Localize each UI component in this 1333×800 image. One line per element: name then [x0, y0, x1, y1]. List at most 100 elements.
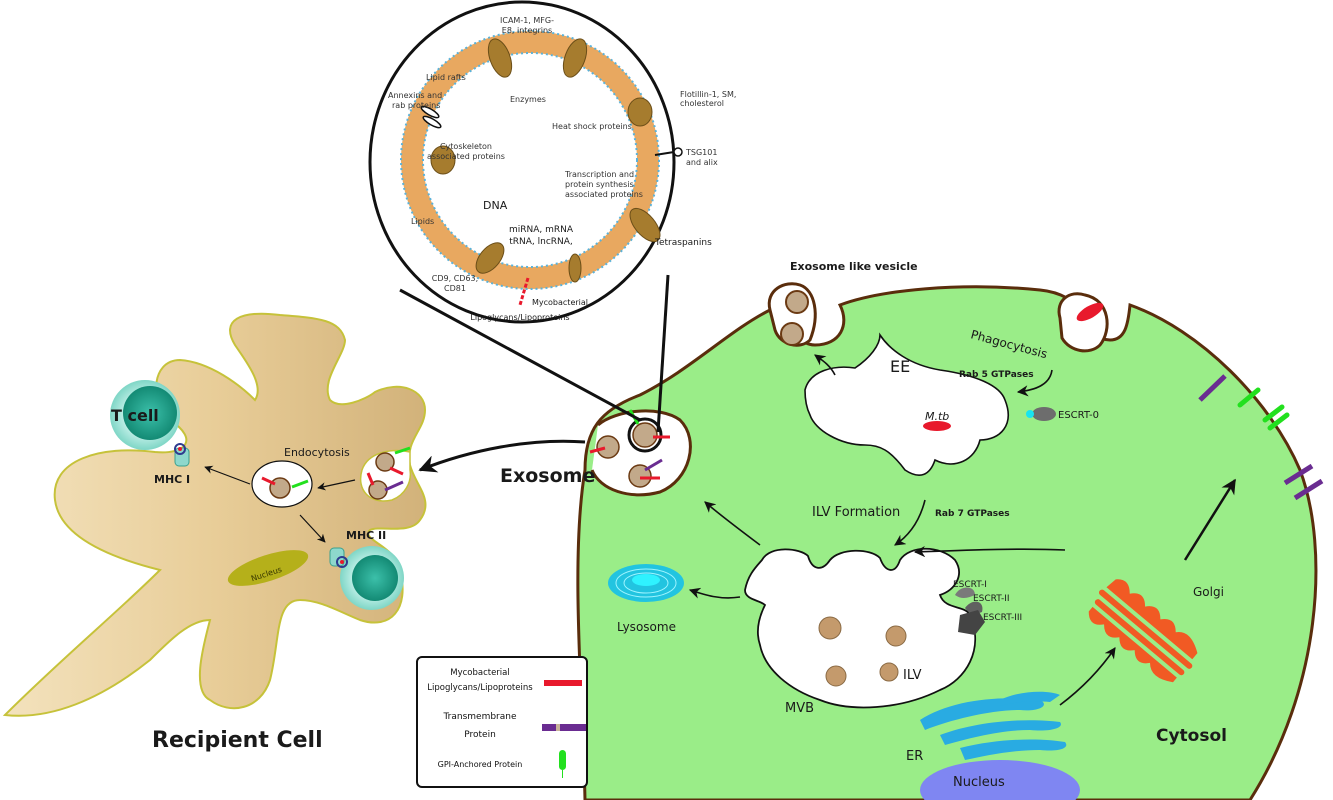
label-tsg101: TSG101	[685, 148, 717, 157]
arrow-vesicle-to-mhc1	[204, 465, 251, 485]
label-lysosome: Lysosome	[617, 620, 676, 634]
label-ilv-formation: ILV Formation	[812, 505, 900, 520]
label-icam-2: E8, integrins	[502, 26, 552, 35]
label-heat-shock: Heat shock proteins	[552, 122, 632, 131]
label-exosome-like-vesicle: Exosome like vesicle	[790, 260, 918, 273]
lipid-raft-protein	[430, 145, 456, 175]
legend-item-gpi: GPI-Anchored Protein	[418, 750, 586, 784]
legend-label-line: Protein	[464, 730, 496, 740]
label-escrt2: ESCRT-II	[973, 594, 1010, 604]
tetraspanin	[487, 38, 513, 78]
arrow-exosome-to-recipient	[418, 439, 586, 473]
escrt-iii	[958, 610, 985, 635]
label-lipid-rafts: Lipid rafts	[426, 73, 466, 82]
label-escrt0: ESCRT-0	[1058, 410, 1099, 421]
arrow-ee-to-vesicle	[814, 354, 836, 376]
legend-label-line: Lipoglycans/Lipoproteins	[427, 683, 533, 693]
label-rna: miRNA, mRNA	[509, 225, 574, 235]
exosome-release-pocket	[590, 409, 692, 497]
ilv	[825, 665, 847, 687]
label-donor-nucleus: Nucleus	[953, 775, 1005, 790]
gpi-anchored-protein	[1262, 404, 1285, 423]
label-cd-markers: CD9, CD63,	[432, 274, 478, 283]
tsg101-alix	[654, 147, 683, 157]
label-cytoskeleton-2: associated proteins	[427, 152, 505, 161]
exosome-particle	[632, 422, 658, 448]
arrow-phagocytosis-to-ee	[1016, 369, 1053, 397]
transmembrane-protein	[1283, 463, 1314, 486]
label-annexins-2: rab proteins	[392, 101, 440, 110]
mtb-in-endosome	[923, 421, 951, 431]
arrow-er-to-golgi	[1059, 647, 1116, 706]
label-recipient-cell: Recipient Cell	[152, 728, 323, 753]
label-ilv: ILV	[903, 668, 922, 683]
exosome-particle	[596, 435, 620, 459]
tetraspanin	[475, 242, 505, 274]
label-cytosol: Cytosol	[1156, 726, 1227, 746]
mycobacterial-lipoglycan	[518, 277, 530, 306]
label-transcription: Transcription and	[564, 170, 634, 179]
label-t-cell: T cell	[111, 406, 159, 425]
ilv	[818, 616, 842, 640]
arrow-vesicle-to-mhc2	[299, 514, 326, 543]
escrt0-binding	[1026, 410, 1034, 418]
label-exosome: Exosome	[500, 465, 595, 487]
transmembrane-protein	[1293, 478, 1324, 501]
arrow-golgi-to-membrane	[1183, 478, 1237, 561]
tetraspanin	[629, 207, 661, 243]
ilv-vesicles	[818, 616, 907, 687]
red-bar-icon	[544, 680, 582, 686]
t-cell-mhc2	[329, 546, 404, 610]
exosome-like-vesicle-particle	[780, 322, 804, 346]
label-mhc2: MHC II	[346, 529, 386, 542]
label-tsg101-2: and alix	[686, 158, 718, 167]
escrt0-complex	[1032, 407, 1056, 421]
label-er: ER	[906, 749, 923, 764]
exosome-inset	[368, 0, 683, 433]
donor-cell-membrane	[576, 285, 1318, 800]
t-cell-mhc1	[110, 380, 190, 467]
label-mhc1: MHC I	[154, 473, 190, 486]
legend-item-transmembrane: Transmembrane Protein	[418, 708, 586, 748]
legend-label: GPI-Anchored Protein	[424, 750, 536, 780]
exosome-like-vesicle-particle	[785, 290, 809, 314]
gpi-anchored-protein	[1267, 412, 1290, 431]
legend-label: Transmembrane Protein	[424, 708, 536, 744]
label-enzymes: Enzymes	[510, 95, 546, 104]
surface-proteins	[1198, 374, 1324, 501]
tetraspanin	[562, 38, 588, 78]
early-endosome	[804, 332, 1009, 476]
label-rab7: Rab 7 GTPases	[935, 509, 1010, 519]
label-escrt1: ESCRT-I	[953, 580, 987, 590]
exosome-membrane-bilayer	[401, 31, 659, 289]
green-pin-stem	[562, 770, 563, 778]
legend-label-line: Mycobacterial	[450, 668, 510, 678]
escrt-complexes	[955, 587, 985, 635]
donor-arrows	[688, 354, 1237, 706]
label-flotillin-2: cholesterol	[680, 99, 724, 108]
label-golgi: Golgi	[1193, 585, 1224, 599]
arrow-endo-to-vesicle	[317, 479, 356, 491]
recipient-cell-body	[2, 312, 427, 717]
label-cytoskeleton: Cytoskeleton	[440, 142, 492, 151]
tetraspanin	[568, 253, 582, 283]
label-flotillin: Flotillin-1, SM,	[680, 90, 736, 99]
annexins	[420, 105, 442, 129]
label-lipids: Lipids	[411, 217, 434, 226]
label-endocytosis: Endocytosis	[284, 446, 350, 459]
golgi	[1088, 579, 1198, 683]
label-tetraspanins: Tetraspanins	[654, 238, 712, 248]
endoplasmic-reticulum	[920, 691, 1067, 760]
label-myco-inset-2: Lipoglycans/Lipoproteins	[470, 313, 569, 322]
released-exosomes	[589, 409, 670, 488]
label-rna-2: tRNA, lncRNA,	[509, 237, 573, 247]
label-rab5: Rab 5 GTPases	[959, 370, 1034, 380]
label-icam: ICAM-1, MFG-	[500, 16, 554, 25]
arrow-mvb-to-lysosome	[688, 587, 741, 599]
label-mtb: M.tb	[925, 410, 949, 423]
arrow-golgi-to-mvb	[913, 546, 1066, 558]
legend: Mycobacterial Lipoglycans/Lipoproteins T…	[416, 656, 588, 788]
legend-label: Mycobacterial Lipoglycans/Lipoproteins	[424, 666, 536, 696]
donor-nucleus	[920, 760, 1080, 800]
